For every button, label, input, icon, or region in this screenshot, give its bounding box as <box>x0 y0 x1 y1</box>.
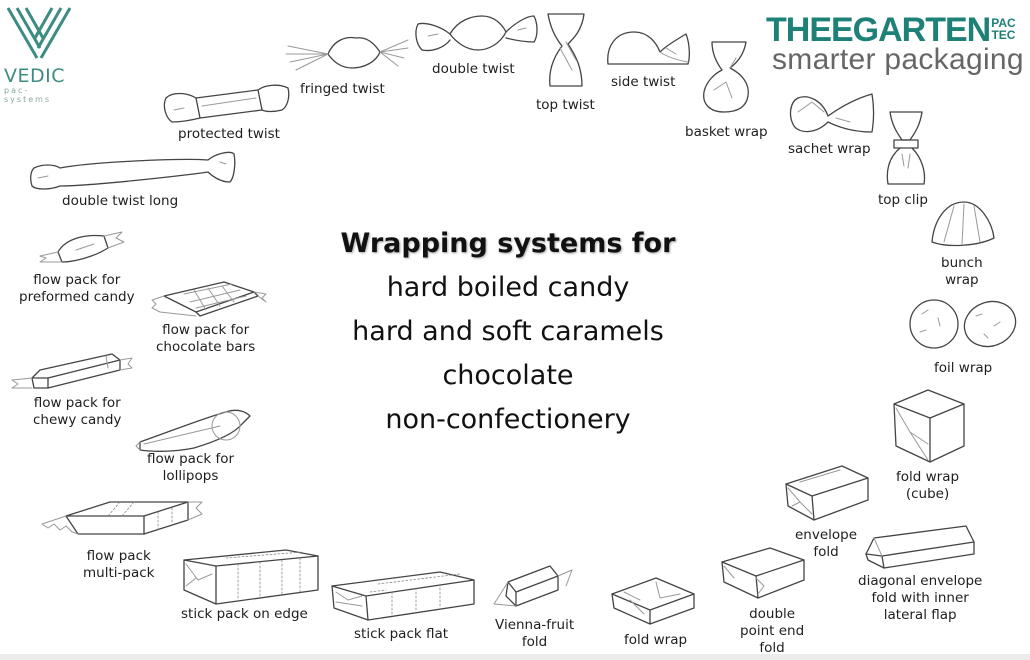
theegarten-name: THEEGARTEN <box>766 11 991 49</box>
flow-pack-chocolate-bars-icon <box>151 281 267 317</box>
center-text: Wrapping systems for hard boiled candy h… <box>318 222 698 442</box>
style-label: double twist long <box>62 193 179 209</box>
bunch-wrap-icon <box>931 201 995 247</box>
center-heading: Wrapping systems for <box>340 228 676 259</box>
double-twist-long-icon <box>30 151 236 190</box>
pac-text: PAC <box>991 16 1016 30</box>
fringed-twist-icon <box>285 36 409 71</box>
style-label: stick pack on edge <box>181 606 308 622</box>
vedic-name: VEDIC <box>4 65 66 87</box>
style-label: fold wrap <box>624 632 688 648</box>
sachet-wrap-icon <box>789 93 875 133</box>
style-label: protected twist <box>178 126 280 142</box>
double-twist-icon <box>415 15 538 52</box>
style-label: top clip <box>878 192 928 208</box>
flow-pack-multi-pack-icon <box>41 501 203 535</box>
style-label: basket wrap <box>685 124 768 140</box>
flow-pack-chewy-candy-icon <box>11 353 133 389</box>
style-label: fold wrap(cube) <box>896 469 960 502</box>
vedic-subtitle: pac-systems <box>4 86 52 104</box>
foil-wrap-icon <box>909 299 1017 349</box>
fold-wrap-icon <box>611 577 695 625</box>
center-line: hard and soft caramels <box>352 316 664 347</box>
center-line: chocolate <box>442 360 574 391</box>
top-twist-icon <box>547 13 585 87</box>
vedic-logo: VEDIC pac-systems <box>4 6 76 104</box>
tec-text: TEC <box>991 28 1016 42</box>
protected-twist-icon <box>163 84 290 123</box>
footer-strip <box>0 654 1030 660</box>
stick-pack-on-edge-icon <box>183 549 319 605</box>
double-point-end-fold-icon <box>721 547 805 599</box>
style-label: fringed twist <box>300 81 385 97</box>
center-line: non-confectionery <box>385 404 631 435</box>
vienna-fruit-fold-icon <box>493 565 573 607</box>
style-label: stick pack flat <box>354 626 449 642</box>
center-line: hard boiled candy <box>386 272 630 303</box>
style-label: sachet wrap <box>788 141 871 157</box>
top-clip-icon <box>886 111 926 185</box>
basket-wrap-icon <box>703 41 749 113</box>
stick-pack-flat-icon <box>331 571 475 621</box>
side-twist-icon <box>607 31 690 65</box>
flow-pack-lollipops-icon <box>135 409 251 452</box>
envelope-fold-icon <box>785 465 869 521</box>
style-label: top twist <box>536 97 595 113</box>
vedic-v-mark-icon <box>6 7 72 59</box>
style-label: double twist <box>432 61 515 77</box>
flow-pack-preformed-candy-icon <box>39 231 125 263</box>
fold-wrap-cube-icon <box>893 389 965 463</box>
style-label: foil wrap <box>934 360 993 376</box>
theegarten-tagline: smarter packaging <box>772 43 1024 76</box>
diagonal-envelope-fold-icon <box>865 525 975 569</box>
style-label: side twist <box>611 74 676 90</box>
